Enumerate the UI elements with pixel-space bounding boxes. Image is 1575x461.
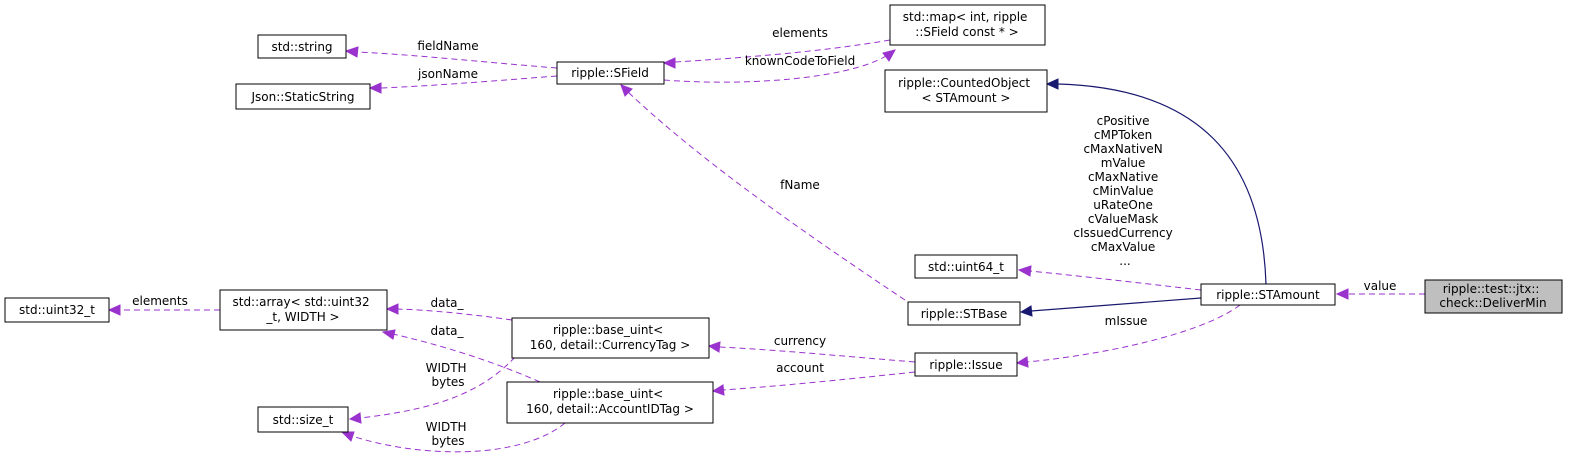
edge-label-fname: fName — [780, 178, 820, 192]
node-std-array[interactable]: std::array< std::uint32 _t, WIDTH > — [219, 289, 388, 331]
node-counted-object[interactable]: ripple::CountedObject < STAmount > — [884, 69, 1048, 113]
node-sfield[interactable]: ripple::SField — [556, 61, 665, 85]
svg-text:ripple::test::jtx:: chec: ripple::test::jtx:: check::DeliverMin — [1439, 282, 1546, 310]
edge-fname — [620, 84, 906, 301]
edge-knowncodetofield — [663, 49, 896, 83]
edge-label-value: value — [1364, 279, 1397, 293]
edge-label-elements-array: elements — [132, 294, 188, 308]
svg-text:ripple::CountedObject <: ripple::CountedObject < STAmount > — [898, 76, 1034, 105]
node-size-t[interactable]: std::size_t — [257, 406, 349, 433]
node-deliver-min[interactable]: ripple::test::jtx:: check::DeliverMin — [1424, 279, 1563, 314]
edge-label-data-account: data_ — [430, 324, 464, 338]
svg-text:std::uint64_t: std::uint64_t — [928, 260, 1004, 274]
node-currency-base-uint[interactable]: ripple::base_uint< 160, detail::Currency… — [511, 317, 710, 359]
node-static-string[interactable]: Json::StaticString — [235, 83, 371, 110]
svg-text:std::size_t: std::size_t — [273, 413, 334, 427]
edge-value — [1335, 288, 1425, 300]
edge-jsonname — [368, 75, 558, 94]
svg-text:ripple::SField: ripple::SField — [571, 66, 649, 80]
node-uint64[interactable]: std::uint64_t — [914, 254, 1018, 279]
node-uint32[interactable]: std::uint32_t — [4, 297, 110, 323]
edge-width-currency — [348, 356, 516, 424]
edge-label-width-currency: WIDTH bytes — [426, 361, 471, 389]
svg-text:Json::StaticString: Json::StaticString — [251, 90, 355, 104]
svg-text:ripple::base_uint< 160,: ripple::base_uint< 160, detail::AccountI… — [526, 387, 694, 416]
edge-missue — [1015, 304, 1241, 368]
edge-members — [1017, 265, 1202, 291]
node-std-string[interactable]: std::string — [257, 34, 347, 59]
edge-label-width-account: WIDTH bytes — [426, 420, 471, 448]
edge-elements-map — [662, 39, 891, 69]
edge-label-currency: currency — [774, 334, 826, 348]
edge-label-account: account — [776, 361, 824, 375]
svg-text:ripple::STAmount: ripple::STAmount — [1216, 288, 1320, 302]
svg-text:ripple::STBase: ripple::STBase — [921, 307, 1007, 321]
node-st-amount[interactable]: ripple::STAmount — [1200, 283, 1336, 306]
edge-label-elements-map: elements — [772, 26, 828, 40]
edge-account — [711, 371, 916, 396]
node-account-base-uint[interactable]: ripple::base_uint< 160, detail::AccountI… — [506, 381, 714, 424]
edge-label-jsonname: jsonName — [417, 67, 478, 81]
node-std-map[interactable]: std::map< int, ripple ::SField const * > — [889, 4, 1046, 46]
node-st-base[interactable]: ripple::STBase — [907, 301, 1021, 326]
edge-label-fieldname: fieldName — [417, 39, 478, 53]
svg-text:std::map< int, ripple ::: std::map< int, ripple ::SField const * > — [903, 10, 1032, 39]
svg-text:ripple::base_uint< 160,: ripple::base_uint< 160, detail::Currency… — [530, 323, 691, 352]
svg-text:std::string: std::string — [271, 40, 332, 54]
edge-label-knowncodetofield: knownCodeToField — [745, 54, 855, 68]
edge-data-account — [381, 329, 541, 383]
svg-text:std::uint32_t: std::uint32_t — [19, 303, 95, 317]
edge-label-missue: mIssue — [1105, 314, 1148, 328]
edge-label-data-currency: data_ — [430, 296, 464, 310]
edge-data-currency — [385, 303, 513, 321]
edge-currency — [707, 341, 916, 363]
svg-text:ripple::Issue: ripple::Issue — [929, 358, 1002, 372]
edge-inherit-counted-object — [1045, 78, 1267, 285]
svg-text:std::array< std::uint32: std::array< std::uint32 _t, WIDTH > — [232, 295, 373, 324]
node-issue[interactable]: ripple::Issue — [914, 352, 1018, 377]
edge-fieldname — [344, 46, 558, 69]
edge-elements-array — [107, 304, 220, 316]
edge-label-members: cPositive cMPToken cMaxNativeN mValue cM… — [1073, 114, 1176, 268]
edge-inherit-st-base — [1019, 297, 1202, 317]
